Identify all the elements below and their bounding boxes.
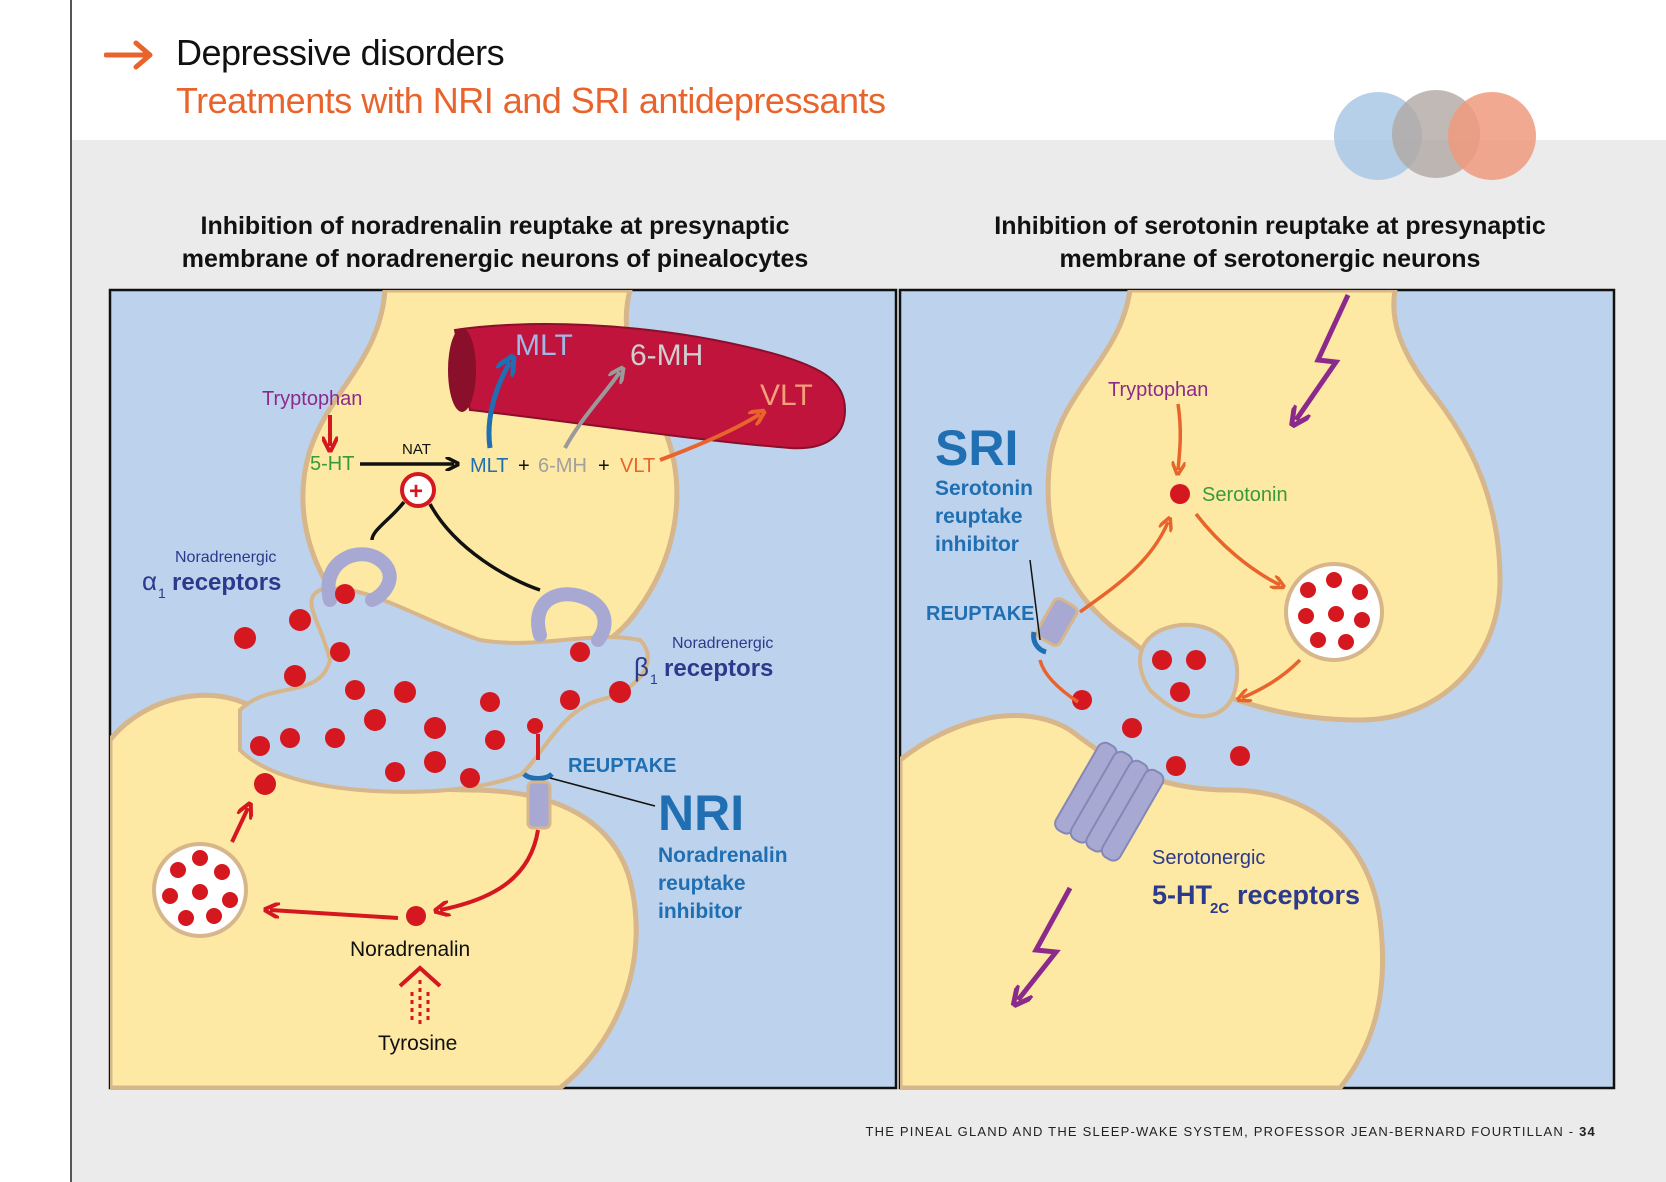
- serotonin-molecule: [1170, 484, 1190, 504]
- decorative-circles-logo: [1334, 90, 1536, 180]
- beta-small-label: Noradrenergic: [672, 635, 773, 652]
- five-ht-label: 5-HT: [310, 453, 354, 475]
- sri-desc-line3: inhibitor: [935, 533, 1019, 556]
- serotonin-to-vesicle-arrow: [1194, 512, 1280, 585]
- serotonin-transporter: [1035, 597, 1079, 647]
- page-number: 34: [1579, 1124, 1596, 1139]
- eq-vlt: VLT: [620, 455, 655, 477]
- cleft-to-transporter-arrow: [1038, 659, 1079, 704]
- tryptophan-label: Tryptophan: [262, 388, 362, 410]
- page-footer: THE PINEAL GLAND AND THE SLEEP-WAKE SYST…: [865, 1124, 1596, 1139]
- alpha-signal-line: [370, 500, 406, 541]
- sri-pointer-line: [1029, 559, 1041, 641]
- serotonin-vesicle-molecules: [1298, 572, 1370, 650]
- serotonin-label: Serotonin: [1202, 484, 1288, 506]
- right-synapse-panel: Tryptophan Serotonin SRI Serotonin reupt…: [898, 288, 1616, 1090]
- vessel-vlt-label: VLT: [760, 379, 813, 412]
- sri-label: SRI: [935, 420, 1018, 476]
- receptor-main-label: 5-HT: [1152, 880, 1213, 910]
- beta1-receptor: [531, 587, 612, 647]
- nri-desc-line2: reuptake: [658, 872, 746, 895]
- vesicle-to-membrane-arrow: [230, 808, 248, 843]
- noradrenalin-transporter: [526, 780, 552, 830]
- nri-desc-line1: Noradrenalin: [658, 844, 788, 867]
- noradrenalin-molecule-cytoplasm: [406, 906, 426, 926]
- sri-desc-line2: reuptake: [935, 505, 1023, 528]
- svg-text:+: +: [409, 478, 423, 505]
- noradrenergic-neuron: [110, 692, 639, 1090]
- transporter-to-noradrenalin-arrow: [440, 829, 540, 910]
- sri-blocker-icon: [1031, 631, 1047, 655]
- sri-desc-line1: Serotonin: [935, 477, 1033, 500]
- header-arrow-icon: [104, 40, 153, 70]
- outgoing-signal-icon: [1018, 886, 1073, 1000]
- vlt-to-blood-arrow: [659, 414, 760, 462]
- right-tryptophan-arrow: [1178, 403, 1180, 470]
- left-title-line2: membrane of noradrenergic neurons of pin…: [181, 245, 809, 273]
- vessel-6mh-label: 6-MH: [630, 339, 703, 372]
- serotonin-cleft-bulge: [1138, 622, 1240, 719]
- right-panel-title: Inhibition of serotonin reuptake at pres…: [910, 210, 1630, 276]
- left-margin-rule: [70, 0, 72, 1182]
- beta-receptors-label: receptors: [664, 655, 773, 682]
- tyrosine-label: Tyrosine: [378, 1032, 457, 1055]
- eq-plus-1: +: [518, 455, 530, 477]
- page-title: Depressive disorders: [176, 32, 505, 73]
- incoming-signal-icon: [1296, 293, 1351, 420]
- nat-label: NAT: [402, 441, 431, 458]
- vesicle-release-arrow: [1242, 658, 1302, 698]
- serotonergic-neuron: [1045, 290, 1503, 723]
- nri-blocker-icon: [522, 772, 554, 781]
- 6mh-to-blood-arrow: [563, 372, 620, 449]
- beta-symbol: β: [634, 652, 649, 682]
- tyrosine-arrow-head: [398, 965, 442, 988]
- receptor-small-label: Serotonergic: [1152, 847, 1265, 869]
- footer-text: THE PINEAL GLAND AND THE SLEEP-WAKE SYST…: [865, 1124, 1575, 1139]
- nri-desc-line3: inhibitor: [658, 900, 742, 923]
- page-subtitle: Treatments with NRI and SRI antidepressa…: [176, 80, 886, 121]
- beta-signal-line: [428, 503, 541, 592]
- right-tryptophan-label: Tryptophan: [1108, 379, 1208, 401]
- right-title-line1: Inhibition of serotonin reuptake at pres…: [994, 212, 1546, 240]
- nri-label: NRI: [658, 785, 744, 841]
- right-title-line2: membrane of serotonergic neurons: [1059, 245, 1481, 273]
- alpha-receptors-label: receptors: [172, 569, 281, 596]
- beta-sub: 1: [650, 671, 658, 687]
- eq-mlt: MLT: [470, 455, 509, 477]
- receptor-receptors-label: receptors: [1237, 880, 1360, 910]
- vesicle-molecules: [162, 850, 238, 926]
- noradrenalin-molecules: [234, 584, 631, 795]
- cleft-serotonin-molecules: [1072, 650, 1250, 776]
- blood-vessel: [453, 323, 847, 450]
- left-synapse-panel: MLT 6-MH VLT Tryptophan 5-HT NAT MLT + 6…: [108, 288, 898, 1090]
- nri-pointer-line: [549, 777, 656, 807]
- receptor-sub-label: 2C: [1210, 900, 1229, 917]
- eq-6mh: 6-MH: [538, 455, 587, 477]
- eq-plus-2: +: [598, 455, 610, 477]
- left-reuptake-label: REUPTAKE: [568, 755, 677, 777]
- right-reuptake-label: REUPTAKE: [926, 603, 1035, 625]
- noradrenalin-label: Noradrenalin: [350, 938, 470, 961]
- alpha-symbol: α: [142, 566, 157, 596]
- alpha-small-label: Noradrenergic: [175, 549, 276, 566]
- vessel-mlt-label: MLT: [515, 329, 573, 362]
- alpha-sub: 1: [158, 585, 166, 601]
- left-panel-title: Inhibition of noradrenalin reuptake at p…: [130, 210, 860, 276]
- blood-vessel-end: [448, 328, 476, 412]
- left-title-line1: Inhibition of noradrenalin reuptake at p…: [200, 212, 790, 240]
- to-vesicle-arrow: [270, 910, 399, 920]
- stimulation-plus-icon: [400, 472, 436, 508]
- 5ht2c-receptor: [1054, 741, 1165, 862]
- mlt-to-blood-arrow: [486, 362, 510, 449]
- reuptake-to-serotonin-arrow: [1078, 522, 1168, 614]
- alpha1-receptor: [321, 547, 397, 607]
